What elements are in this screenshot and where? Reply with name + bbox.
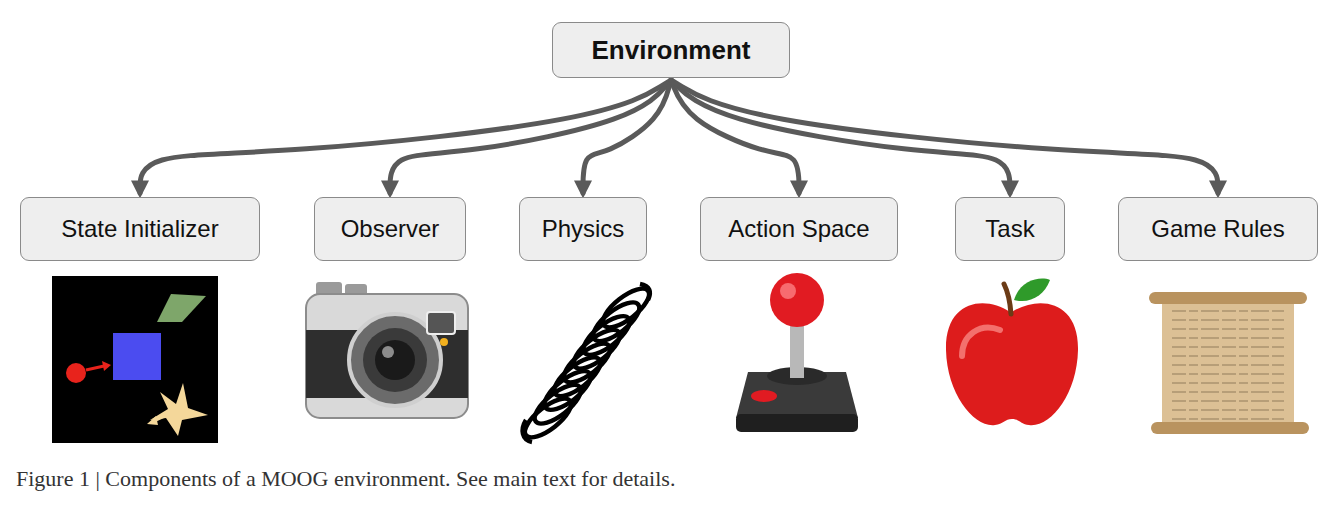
- figure-caption: Figure 1 | Components of a MOOG environm…: [16, 466, 675, 492]
- apple-icon-part: [946, 303, 1078, 425]
- arrow-connector: [671, 80, 1010, 193]
- arrow-connector: [583, 80, 671, 193]
- joystick-icon-part: [770, 273, 824, 327]
- component-box: Action Space: [700, 197, 898, 261]
- joystick-icon: [736, 273, 858, 432]
- box-label: Game Rules: [1151, 216, 1284, 242]
- scene-icon-part: [113, 333, 161, 380]
- camera-icon-part: [427, 312, 455, 334]
- joystick-icon-part: [751, 390, 777, 402]
- camera-icon-part: [375, 340, 415, 380]
- scene-icon-part: [150, 383, 208, 436]
- apple-icon-part: [1014, 279, 1050, 301]
- camera-icon-part: [440, 338, 448, 346]
- scroll-icon-part: [1149, 292, 1307, 304]
- scene-icon-part: [86, 366, 104, 370]
- camera-icon-part: [382, 346, 394, 358]
- scene-icon-part: [52, 276, 218, 443]
- box-label: Observer: [341, 216, 440, 242]
- component-box: State Initializer: [20, 197, 260, 261]
- scroll-icon: [1149, 292, 1309, 434]
- scene-icon-part: [66, 363, 86, 383]
- spring-icon-part: [597, 282, 655, 334]
- camera-icon-part: [363, 328, 427, 392]
- box-label: Action Space: [728, 216, 869, 242]
- joystick-icon-part: [780, 283, 796, 299]
- arrow-connector: [671, 80, 1218, 193]
- scene-icon-part: [147, 416, 158, 425]
- camera-icon: [306, 282, 468, 418]
- scene-icon: [52, 276, 218, 443]
- apple-icon-part: [1004, 284, 1011, 314]
- scroll-icon-part: [1151, 422, 1309, 434]
- box-label: State Initializer: [61, 216, 218, 242]
- component-box: Task: [955, 197, 1065, 261]
- camera-icon-part: [306, 294, 468, 418]
- spring-icon-part: [640, 284, 650, 300]
- scene-icon-part: [102, 361, 111, 371]
- spring-icon-part: [523, 420, 532, 442]
- apple-icon: [946, 279, 1078, 426]
- root-box: Environment: [552, 22, 790, 78]
- scroll-icon-part: [1162, 304, 1294, 422]
- apple-icon-part: [962, 328, 1000, 356]
- scene-icon-part: [157, 294, 206, 322]
- box-label: Physics: [542, 216, 625, 242]
- arrow-connector: [140, 80, 671, 193]
- box-label: Environment: [592, 36, 751, 65]
- component-box: Observer: [314, 197, 466, 261]
- box-label: Task: [985, 216, 1034, 242]
- spring-icon: [519, 282, 655, 444]
- arrow-connector: [390, 80, 671, 193]
- joystick-icon-part: [736, 414, 858, 432]
- scroll-icon-part: [1162, 296, 1294, 428]
- component-box: Game Rules: [1118, 197, 1318, 261]
- component-box: Physics: [519, 197, 647, 261]
